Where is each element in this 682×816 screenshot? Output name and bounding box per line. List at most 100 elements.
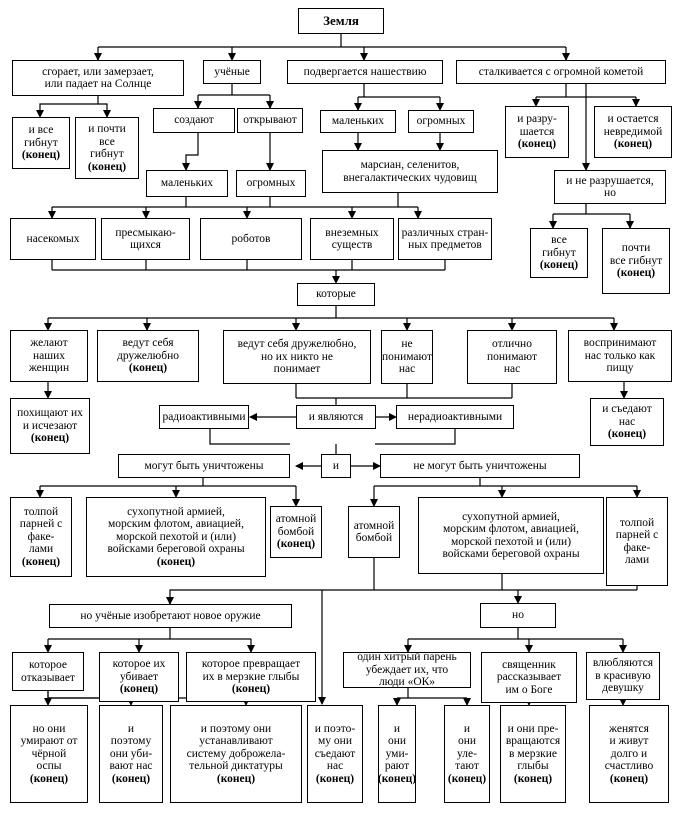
node-text-line: факе- (27, 530, 55, 543)
node-text-line: нас (326, 760, 344, 773)
node-text-line: сухопутной армией, (127, 505, 225, 518)
node-text-line: отлично (492, 338, 532, 351)
node-text-line: и исчезают (22, 419, 78, 432)
node-text-line: желают (30, 337, 68, 350)
node-text-line: уми- (385, 747, 409, 760)
node-scientists: учёные (203, 60, 261, 84)
node-which: которые (297, 283, 375, 306)
node-not-destroyed: и не разрушается,но (554, 170, 666, 204)
node-text-line: морским флотом, авиацией, (443, 523, 579, 535)
end-marker: (конец) (111, 772, 151, 785)
node-text-line: и съедают (602, 403, 652, 416)
node-robots: роботов (200, 218, 302, 260)
node-text-line: и не разрушается, (566, 174, 654, 187)
node-text-line: пресмыкаю- (115, 226, 176, 239)
node-text-line: открывают (243, 114, 297, 127)
node-text-line: ведут себя (122, 337, 174, 350)
node-text-line: понимают (487, 350, 537, 363)
node-text-line: и являются (308, 410, 364, 423)
node-text-line: воспринимают (583, 337, 657, 350)
end-marker: (конец) (616, 267, 656, 280)
node-text-line: им о Боге (505, 683, 553, 696)
node-text-line: нас только как (584, 349, 656, 362)
node-comet: сталкивается с огромной кометой (456, 60, 666, 84)
node-text-line: маленьких (160, 177, 214, 190)
node-discover: открывают (237, 108, 303, 133)
node-text-line: гибнут (90, 148, 124, 160)
node-text-line: ведут себя дружелюбно, (237, 338, 357, 351)
node-text-line: сталкивается с огромной кометой (478, 65, 644, 78)
end-marker: (конец) (231, 683, 271, 696)
node-text-line: подвергается нашествию (303, 65, 427, 78)
node-text-line: вают нас (109, 760, 153, 773)
node-text-line: пищу (606, 362, 634, 375)
node-text-line: атомной (353, 519, 395, 532)
node-text-line: умирают от (20, 735, 78, 748)
node-text-line: глыбы (517, 760, 549, 773)
node-text-line: которое их (112, 658, 166, 671)
node-text-line: бомбой (355, 532, 393, 544)
node-text-line: похищают их (17, 407, 83, 420)
node-text-line: и поэтому они (200, 722, 272, 735)
node-text-line: гибнут (542, 246, 576, 259)
end-marker: (конец) (315, 772, 355, 785)
end-marker: (конец) (607, 428, 647, 441)
node-text-line: лами (28, 543, 54, 556)
node-text-line: чёрной (31, 747, 67, 760)
node-text-line: лами (624, 554, 650, 566)
node-text-line: парней с (615, 529, 659, 541)
node-text-line: шается (519, 125, 555, 138)
node-text-line: наших (32, 349, 66, 362)
node-text-line: все гибнут (609, 254, 663, 267)
end-marker: (конец) (447, 772, 487, 785)
node-text-line: и остается (607, 113, 659, 126)
node-text-line: морской пехотой и (или) (450, 535, 572, 548)
node-text-line: сухопутной армией, (462, 510, 560, 523)
node-text-line: но (512, 609, 524, 622)
node-text-line: священник (502, 658, 556, 671)
node-new-weapon: но учёные изобретают новое оружие (49, 604, 292, 628)
node-text-line: и живут (609, 735, 649, 748)
end-marker: (конец) (30, 432, 70, 445)
node-text-line: почти (621, 242, 651, 255)
node-text-line: в мерзкие (509, 747, 557, 760)
node-army-l: сухопутной армией,морским флотом, авиаци… (86, 497, 266, 577)
node-text-line: войсками береговой охраны (442, 548, 580, 560)
node-reptiles: пресмыкаю-щихся (101, 218, 190, 260)
node-text-line: их в мерзкие глыбы (202, 670, 300, 683)
node-inv-huge: огромных (408, 110, 474, 133)
node-destroyed: и разру-шается(конец) (505, 106, 569, 158)
node-text-line: морской пехотой и (или) (115, 530, 237, 543)
node-text-line: не (401, 338, 413, 351)
node-text-line: но их никто не (260, 350, 334, 363)
node-text-line: и (127, 722, 135, 735)
node-text-line: они (387, 735, 407, 748)
node-invasion: подвергается нашествию (287, 60, 443, 84)
end-marker: (конец) (609, 772, 649, 785)
node-text-line: и они пре- (507, 722, 559, 735)
end-marker: (конец) (156, 555, 196, 568)
node-text-line: в красивую (595, 669, 651, 682)
node-text-line: поэтому (110, 735, 152, 748)
end-marker: (конец) (276, 538, 316, 551)
node-radioactive: радиоактивными (159, 405, 249, 429)
node-text-line: огромных (246, 177, 296, 190)
end-marker: (конец) (128, 362, 168, 375)
node-text-line: бомбой (277, 525, 315, 538)
node-text-line: огромных (416, 115, 466, 128)
node-insects: насекомых (10, 218, 96, 260)
node-text-line: рассказывает (496, 671, 562, 684)
end-marker: (конец) (513, 772, 553, 785)
